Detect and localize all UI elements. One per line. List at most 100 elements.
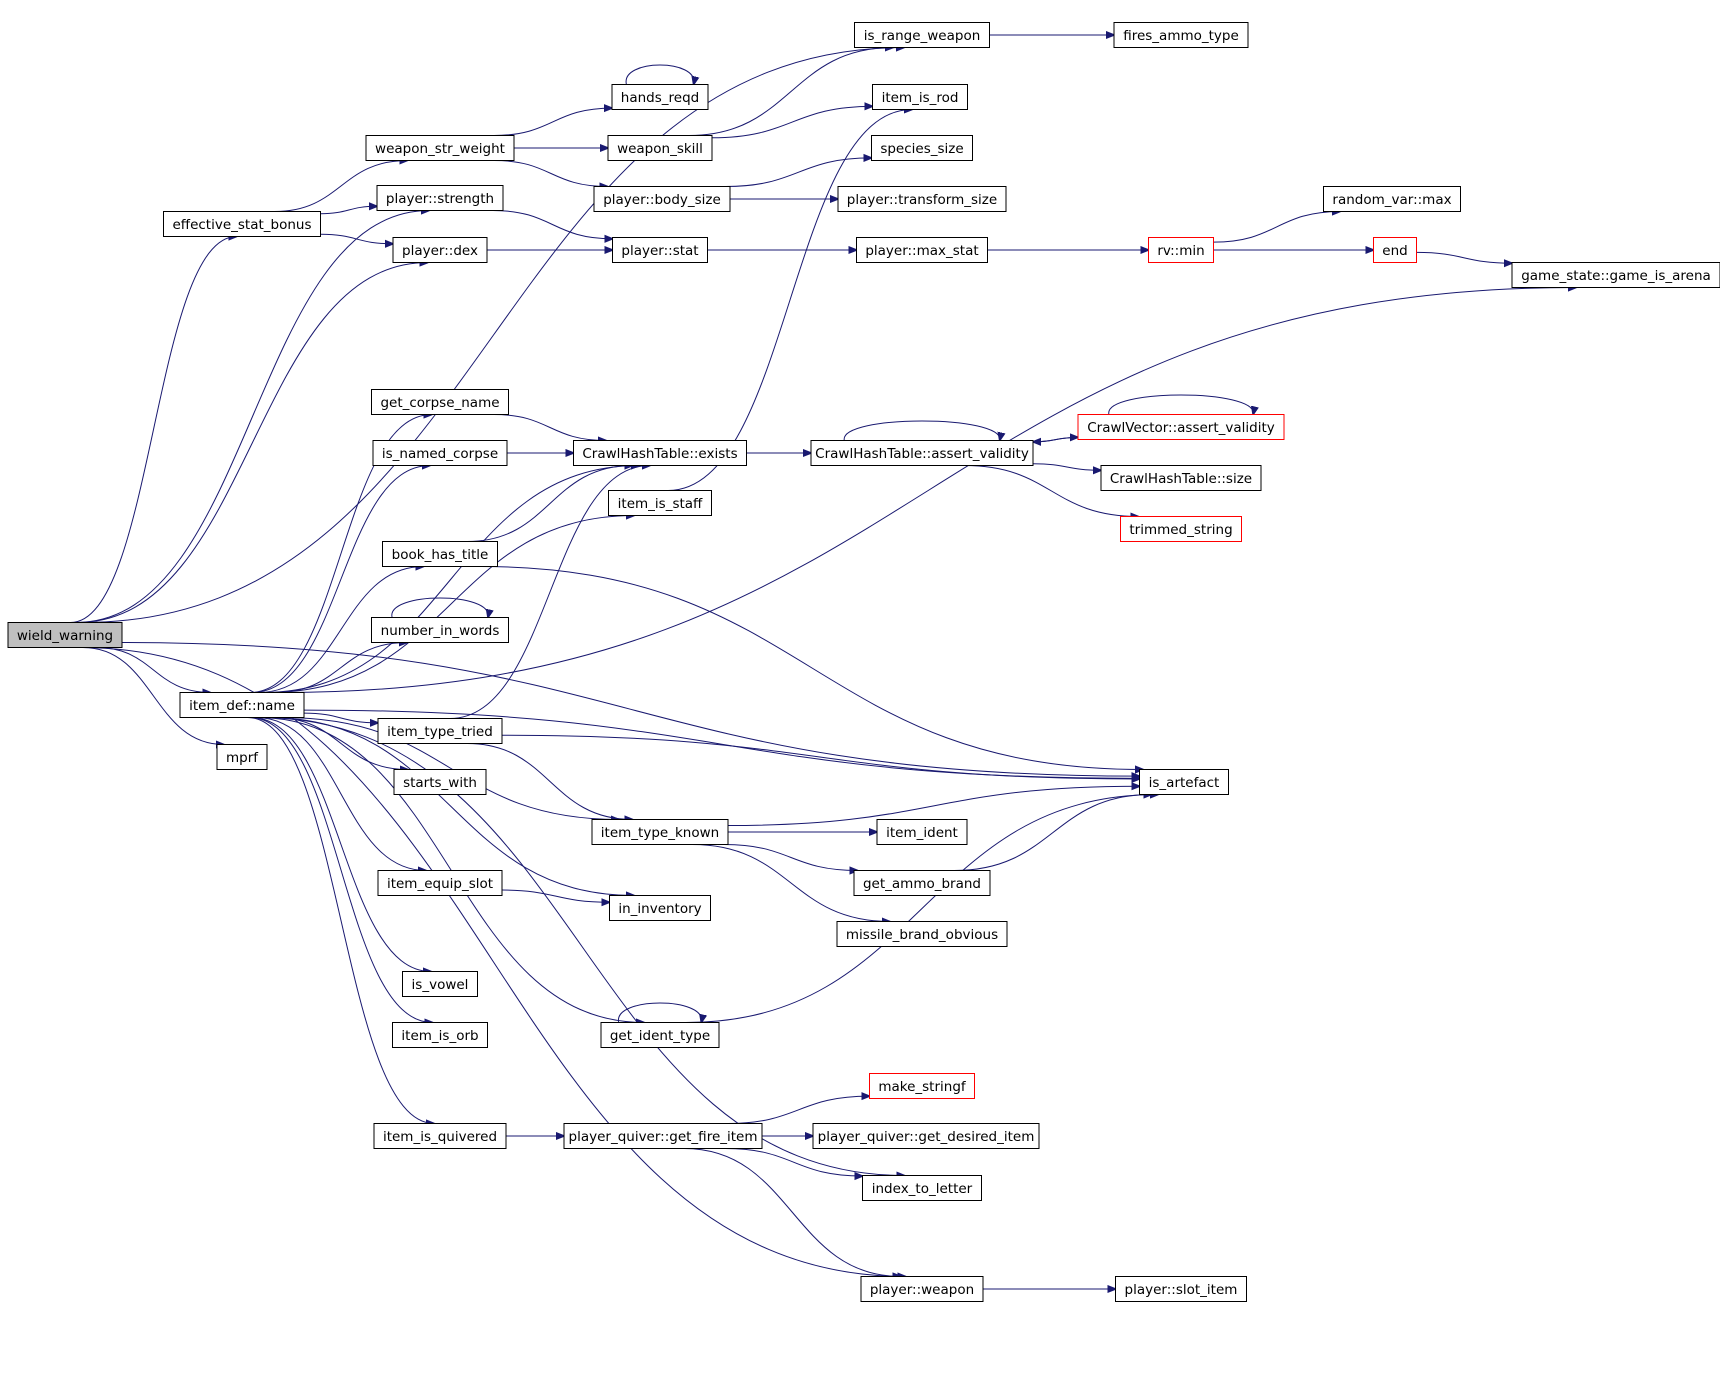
- edge-CrawlHashTable-assert-validity-to-CrawlHashTable-size: [1032, 463, 1101, 471]
- node-weapon-skill[interactable]: weapon_skill: [607, 135, 713, 161]
- node-player-transform-size[interactable]: player::transform_size: [837, 186, 1007, 212]
- node-CrawlHashTable-assert-validity[interactable]: CrawlHashTable::assert_validity: [810, 440, 1034, 466]
- edge-number-in-words-to-number-in-words: [391, 597, 488, 618]
- node-label: weapon_skill: [617, 141, 703, 157]
- node-rv-min[interactable]: rv::min: [1148, 237, 1214, 263]
- edge-item-def-name-to-CrawlHashTable-exists: [262, 466, 640, 693]
- node-box: [1100, 465, 1262, 491]
- edge-get-fire-item-to-make-stringf: [727, 1096, 870, 1124]
- edge-item-def-name-to-item-is-orb: [249, 717, 433, 1023]
- edge-get-ident-type-to-is-artefact: [685, 795, 1158, 1023]
- edge-item-def-name-to-item-type-tried: [303, 712, 378, 723]
- node-is-artefact[interactable]: is_artefact: [1139, 769, 1229, 795]
- node-effective-stat-bonus[interactable]: effective_stat_bonus: [163, 211, 321, 237]
- edge-get-fire-item-to-index-to-letter: [725, 1148, 862, 1177]
- node-label: hands_reqd: [621, 90, 699, 106]
- node-player-body-size[interactable]: player::body_size: [593, 186, 731, 212]
- node-in-inventory[interactable]: in_inventory: [609, 895, 711, 921]
- node-label: player_quiver::get_desired_item: [818, 1129, 1035, 1145]
- node-starts-with[interactable]: starts_with: [393, 769, 487, 795]
- edge-item-def-name-to-is-named-corpse: [251, 466, 430, 693]
- node-label: missile_brand_obvious: [846, 927, 998, 943]
- node-item-is-rod[interactable]: item_is_rod: [872, 84, 968, 110]
- node-player-max-stat[interactable]: player::max_stat: [856, 237, 988, 263]
- node-box: [371, 389, 509, 415]
- edge-wield-warning-to-is-range-weapon: [82, 48, 904, 623]
- node-box: [163, 211, 321, 237]
- edge-effective-stat-bonus-to-player-strength: [320, 206, 378, 215]
- edge-get-ammo-brand-to-is-artefact: [954, 795, 1151, 871]
- node-CrawlHashTable-exists[interactable]: CrawlHashTable::exists: [573, 440, 747, 466]
- node-box: [876, 819, 968, 845]
- node-label: player::weapon: [870, 1282, 974, 1298]
- node-get-fire-item[interactable]: player_quiver::get_fire_item: [563, 1123, 763, 1149]
- node-box: [365, 135, 515, 161]
- node-trimmed-string[interactable]: trimmed_string: [1120, 516, 1242, 542]
- node-player-dex[interactable]: player::dex: [392, 237, 488, 263]
- node-CrawlVector-assert-validity[interactable]: CrawlVector::assert_validity: [1077, 414, 1285, 440]
- node-item-def-name[interactable]: item_def::name: [179, 692, 305, 718]
- node-item-type-known[interactable]: item_type_known: [591, 819, 729, 845]
- node-label: is_vowel: [412, 977, 469, 993]
- node-player-stat[interactable]: player::stat: [612, 237, 708, 263]
- node-label: player::strength: [386, 191, 494, 207]
- edge-book-has-title-to-is-artefact: [480, 566, 1143, 770]
- node-number-in-words[interactable]: number_in_words: [371, 617, 509, 643]
- node-box: [179, 692, 305, 718]
- edge-layer: [70, 35, 1576, 1289]
- node-item-is-orb[interactable]: item_is_orb: [392, 1022, 488, 1048]
- node-label: end: [1382, 243, 1407, 259]
- node-get-desired-item[interactable]: player_quiver::get_desired_item: [812, 1123, 1040, 1149]
- node-get-ammo-brand[interactable]: get_ammo_brand: [853, 870, 991, 896]
- node-game-is-arena[interactable]: game_state::game_is_arena: [1511, 262, 1720, 288]
- node-label: item_is_orb: [401, 1028, 478, 1044]
- node-item-type-tried[interactable]: item_type_tried: [377, 718, 503, 744]
- node-box: [216, 744, 268, 770]
- node-label: item_type_tried: [387, 724, 493, 740]
- node-player-weapon[interactable]: player::weapon: [860, 1276, 984, 1302]
- edge-weapon-skill-to-is-range-weapon: [688, 48, 893, 136]
- edge-end-to-game-is-arena: [1416, 251, 1513, 263]
- node-box: [611, 84, 709, 110]
- node-make-stringf[interactable]: make_stringf: [869, 1073, 975, 1099]
- node-box: [377, 870, 503, 896]
- node-is-range-weapon[interactable]: is_range_weapon: [854, 22, 990, 48]
- node-box: [608, 490, 712, 516]
- node-mprf[interactable]: mprf: [216, 744, 268, 770]
- node-item-equip-slot[interactable]: item_equip_slot: [377, 870, 503, 896]
- edge-item-type-tried-to-is-artefact: [501, 734, 1140, 779]
- node-wield-warning[interactable]: wield_warning: [7, 622, 123, 648]
- node-box: [1148, 237, 1214, 263]
- node-box: [1373, 237, 1417, 263]
- node-missile-brand-obvious[interactable]: missile_brand_obvious: [836, 921, 1008, 947]
- node-random-var-max[interactable]: random_var::max: [1323, 186, 1461, 212]
- node-CrawlHashTable-size[interactable]: CrawlHashTable::size: [1100, 465, 1262, 491]
- node-label: number_in_words: [381, 623, 500, 639]
- node-fires-ammo-type[interactable]: fires_ammo_type: [1113, 22, 1249, 48]
- edge-item-is-staff-to-item-is-rod: [668, 110, 912, 491]
- node-label: index_to_letter: [872, 1181, 973, 1197]
- node-weapon-str-weight[interactable]: weapon_str_weight: [365, 135, 515, 161]
- node-get-corpse-name[interactable]: get_corpse_name: [371, 389, 509, 415]
- node-item-is-staff[interactable]: item_is_staff: [608, 490, 712, 516]
- node-book-has-title[interactable]: book_has_title: [382, 541, 498, 567]
- node-item-ident[interactable]: item_ident: [876, 819, 968, 845]
- node-player-slot-item[interactable]: player::slot_item: [1115, 1276, 1247, 1302]
- node-item-is-quivered[interactable]: item_is_quivered: [373, 1123, 507, 1149]
- node-box: [600, 1022, 720, 1048]
- node-species-size[interactable]: species_size: [871, 135, 973, 161]
- node-index-to-letter[interactable]: index_to_letter: [862, 1175, 982, 1201]
- node-label: CrawlHashTable::assert_validity: [815, 446, 1029, 462]
- node-hands-reqd[interactable]: hands_reqd: [611, 84, 709, 110]
- node-player-strength[interactable]: player::strength: [376, 185, 504, 211]
- node-end[interactable]: end: [1373, 237, 1417, 263]
- node-is-vowel[interactable]: is_vowel: [402, 971, 478, 997]
- node-label: player::dex: [402, 243, 478, 259]
- node-get-ident-type[interactable]: get_ident_type: [600, 1022, 720, 1048]
- edge-player-body-size-to-species-size: [725, 158, 872, 187]
- edge-get-corpse-name-to-CrawlHashTable-exists: [493, 414, 606, 441]
- edge-CrawlVector-assert-validity-to-CrawlHashTable-assert-validity: [1033, 436, 1079, 442]
- edge-item-def-name-to-get-corpse-name: [250, 415, 432, 693]
- node-is-named-corpse[interactable]: is_named_corpse: [372, 440, 508, 466]
- node-label: starts_with: [403, 775, 477, 791]
